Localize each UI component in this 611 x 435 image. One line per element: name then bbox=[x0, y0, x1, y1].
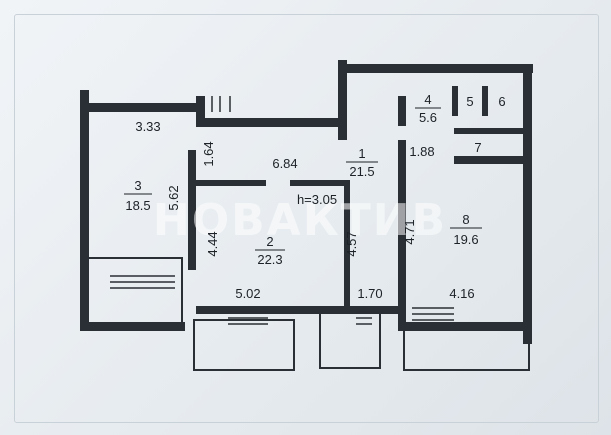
wall-room6-left bbox=[482, 86, 488, 116]
window-marks bbox=[110, 96, 454, 325]
dim-5-62: 5.62 bbox=[166, 185, 181, 210]
room-4-number: 4 bbox=[424, 92, 431, 107]
wall-room2-top-a bbox=[196, 180, 266, 186]
wall-bottom-middle bbox=[196, 306, 406, 314]
room-5-number: 5 bbox=[466, 94, 473, 109]
wall-room7-top bbox=[454, 128, 524, 134]
dim-1-64: 1.64 bbox=[201, 141, 216, 166]
wall-left bbox=[80, 90, 89, 330]
dimension-labels: 3.33 1.64 6.84 1.88 5.62 4.44 4.57 4.71 … bbox=[135, 119, 474, 301]
wall-room2-right bbox=[344, 180, 350, 310]
room-8-number: 8 bbox=[462, 212, 469, 227]
balconies bbox=[81, 257, 530, 371]
wall-bottom-left bbox=[80, 322, 185, 331]
room-1-area: 21.5 bbox=[349, 164, 374, 179]
room-1-number: 1 bbox=[358, 146, 365, 161]
wall-room7-bottom bbox=[454, 156, 529, 164]
wall-top-right bbox=[338, 64, 533, 73]
room-7-number: 7 bbox=[474, 140, 481, 155]
wall-room5-left bbox=[452, 86, 458, 116]
wall-room2-top-b bbox=[290, 180, 350, 186]
dim-1-88: 1.88 bbox=[409, 144, 434, 159]
room-4-area: 5.6 bbox=[419, 110, 437, 125]
room-labels: 3 18.5 2 22.3 1 21.5 4 5.6 5 6 7 8 19.6 … bbox=[124, 92, 506, 267]
wall-room3-right bbox=[188, 150, 196, 270]
dim-5-02: 5.02 bbox=[235, 286, 260, 301]
wall-right bbox=[523, 64, 532, 344]
dim-4-57: 4.57 bbox=[344, 231, 359, 256]
room-3-number: 3 bbox=[134, 178, 141, 193]
room-8-area: 19.6 bbox=[453, 232, 478, 247]
dim-6-84: 6.84 bbox=[272, 156, 297, 171]
wall-room4-left bbox=[398, 96, 406, 126]
sheet-border bbox=[14, 14, 599, 423]
room-3-area: 18.5 bbox=[125, 198, 150, 213]
stair-stub bbox=[319, 307, 381, 369]
balcony-right bbox=[403, 325, 530, 371]
balcony-left bbox=[81, 257, 183, 329]
dim-3-33: 3.33 bbox=[135, 119, 160, 134]
ceiling-height: h=3.05 bbox=[297, 192, 337, 207]
watermark: НОВАКТИВ bbox=[153, 195, 447, 246]
wall-stair-left bbox=[338, 60, 347, 140]
wall-step bbox=[196, 96, 205, 126]
room-6-number: 6 bbox=[498, 94, 505, 109]
dim-4-16: 4.16 bbox=[449, 286, 474, 301]
wall-top-room3 bbox=[88, 103, 203, 112]
dim-4-44: 4.44 bbox=[205, 231, 220, 256]
dim-1-70: 1.70 bbox=[357, 286, 382, 301]
room-2-area: 22.3 bbox=[257, 252, 282, 267]
balcony-middle bbox=[193, 319, 295, 371]
dim-4-71: 4.71 bbox=[402, 219, 417, 244]
room-2-number: 2 bbox=[266, 234, 273, 249]
wall-top-corridor bbox=[196, 118, 346, 127]
wall-room8-left bbox=[398, 140, 406, 330]
